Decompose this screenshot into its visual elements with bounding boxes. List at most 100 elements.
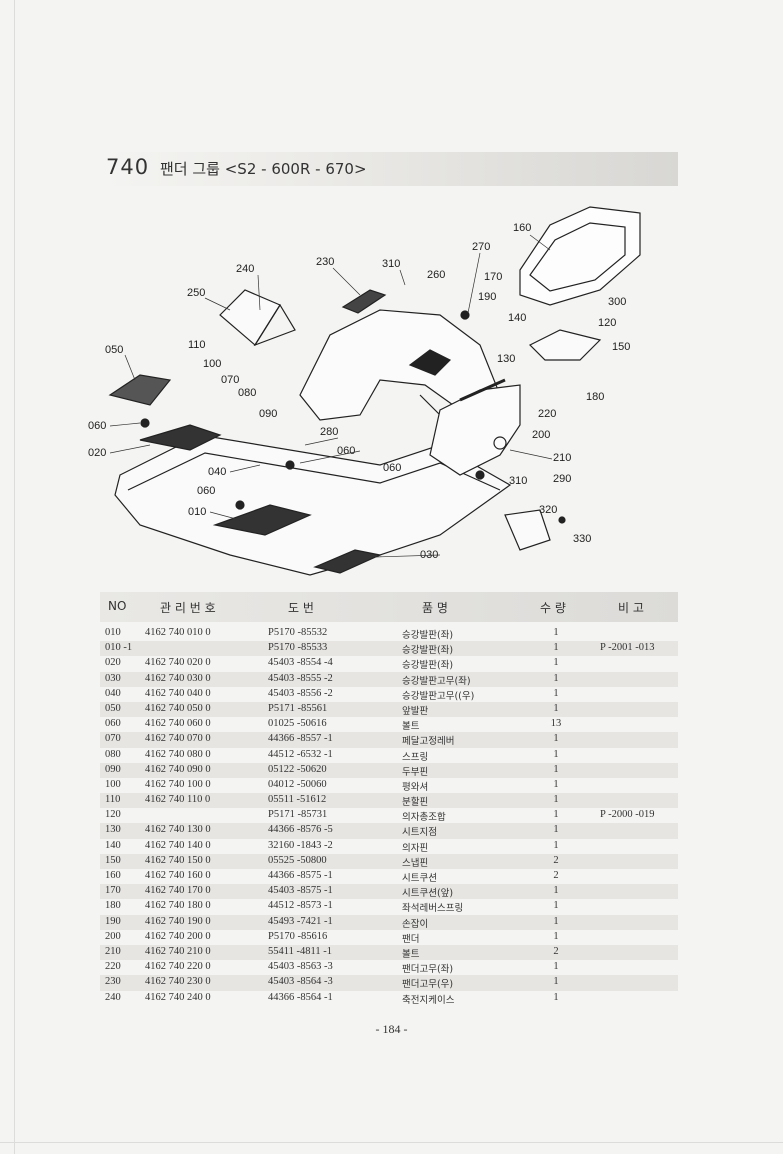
cell-qty: 1 bbox=[553, 672, 559, 684]
cell-drawing: P5171 -85731 bbox=[268, 809, 328, 821]
cell-no: 030 bbox=[105, 672, 121, 684]
cell-qty: 1 bbox=[553, 657, 559, 669]
page-edge bbox=[14, 0, 15, 1154]
cell-part-name: 좌석레버스프링 bbox=[402, 903, 464, 915]
cell-drawing: 45493 -7421 -1 bbox=[268, 915, 333, 927]
section-title: 팬더 그룹 <S2 - 600R - 670> bbox=[160, 160, 367, 178]
col-header-qty: 수 량 bbox=[540, 601, 566, 615]
cell-no: 220 bbox=[105, 961, 121, 973]
cell-qty: 2 bbox=[553, 945, 559, 957]
cell-no: 010 bbox=[105, 627, 121, 638]
cell-part-name: 분할핀 bbox=[402, 797, 429, 809]
callout-080: 080 bbox=[238, 387, 256, 399]
diagram-drawing: 160 270 240 230 310 260 170 250 190 300 … bbox=[88, 206, 641, 576]
cell-part-name: 승강발판고무(좌) bbox=[402, 675, 471, 687]
cell-qty: 1 bbox=[553, 702, 559, 714]
cell-part-name: 평와셔 bbox=[402, 781, 429, 793]
cell-mgmt-number: 4162 740 220 0 bbox=[145, 961, 211, 973]
cell-no: 200 bbox=[105, 930, 121, 942]
cell-no: 080 bbox=[105, 748, 121, 760]
callout-200: 200 bbox=[532, 429, 550, 441]
callout-110: 110 bbox=[188, 339, 206, 351]
cell-part-name: 두부핀 bbox=[402, 766, 429, 778]
cell-no: 170 bbox=[105, 885, 121, 897]
exploded-parts-diagram: 160 270 240 230 310 260 170 250 190 300 … bbox=[80, 195, 680, 590]
callout-260: 260 bbox=[427, 269, 445, 281]
cell-mgmt-number: 4162 740 030 0 bbox=[145, 672, 211, 684]
cell-drawing: 45403 -8563 -3 bbox=[268, 961, 333, 973]
cell-mgmt-number: 4162 740 160 0 bbox=[145, 870, 211, 881]
cell-mgmt-number: 4162 740 060 0 bbox=[145, 718, 211, 730]
col-header-part-name: 품 명 bbox=[422, 601, 448, 615]
cell-drawing: P5170 -85533 bbox=[268, 642, 328, 654]
cell-part-name: 페달고정레버 bbox=[402, 736, 455, 748]
cell-drawing: 45403 -8555 -2 bbox=[268, 672, 333, 684]
cell-no: 190 bbox=[105, 915, 121, 927]
cell-mgmt-number: 4162 740 080 0 bbox=[145, 748, 211, 760]
cell-mgmt-number: 4162 740 010 0 bbox=[145, 627, 211, 638]
cell-mgmt-number: 4162 740 180 0 bbox=[145, 900, 211, 912]
callout-020: 020 bbox=[88, 447, 106, 459]
col-header-mgmt-number: 관 리 번 호 bbox=[160, 601, 216, 615]
cell-mgmt-number: 4162 740 210 0 bbox=[145, 945, 211, 957]
col-header-drawing: 도 번 bbox=[288, 601, 314, 615]
callout-060: 060 bbox=[197, 485, 215, 497]
callout-210: 210 bbox=[553, 452, 571, 464]
cell-drawing: 44366 -8564 -1 bbox=[268, 991, 333, 1003]
cell-part-name: 승강발판고무((우) bbox=[402, 690, 475, 702]
cell-no: 020 bbox=[105, 657, 121, 669]
cell-qty: 1 bbox=[553, 763, 559, 775]
cell-qty: 1 bbox=[553, 930, 559, 942]
callout-280: 280 bbox=[320, 426, 338, 438]
callout-090: 090 bbox=[259, 408, 277, 420]
cell-part-name: 축전지케이스 bbox=[402, 994, 455, 1006]
cell-mgmt-number: 4162 740 100 0 bbox=[145, 778, 211, 790]
cell-no: 090 bbox=[105, 763, 121, 775]
cell-drawing: P5170 -85532 bbox=[268, 627, 328, 638]
cell-qty: 2 bbox=[553, 870, 559, 881]
cell-mgmt-number: 4162 740 050 0 bbox=[145, 702, 211, 714]
callout-100: 100 bbox=[203, 358, 221, 370]
cell-qty: 1 bbox=[553, 839, 559, 851]
cell-mgmt-number: 4162 740 140 0 bbox=[145, 839, 211, 851]
cell-drawing: 45403 -8575 -1 bbox=[268, 885, 333, 897]
cell-part-name: 의자총조합 bbox=[402, 812, 446, 824]
page-edge bbox=[0, 1142, 783, 1143]
cell-part-name: 앞발판 bbox=[402, 705, 429, 717]
cell-no: 120 bbox=[105, 809, 121, 821]
cell-qty: 1 bbox=[553, 627, 559, 638]
cell-drawing: 45403 -8564 -3 bbox=[268, 976, 333, 988]
callout-150: 140 bbox=[508, 312, 526, 324]
cell-drawing: 05511 -51612 bbox=[268, 794, 327, 806]
cell-drawing: 44366 -8557 -1 bbox=[268, 733, 333, 745]
cell-part-name: 손잡이 bbox=[402, 918, 429, 930]
cell-qty: 1 bbox=[553, 733, 559, 745]
cell-qty: 1 bbox=[553, 900, 559, 912]
table-row: 010 4162 740 010 0 P5170 -85532 승강발판(좌) 1 bbox=[100, 626, 678, 641]
cell-no: 070 bbox=[105, 733, 121, 745]
cell-part-name: 의자핀 bbox=[402, 842, 429, 854]
cell-mgmt-number: 4162 740 190 0 bbox=[145, 915, 211, 927]
cell-mgmt-number: 4162 740 150 0 bbox=[145, 854, 211, 866]
col-header-no: NO bbox=[108, 599, 127, 613]
cell-part-name: 승강발판(좌) bbox=[402, 630, 454, 641]
callout-320: 320 bbox=[539, 504, 557, 516]
callout-160: 150 bbox=[612, 341, 630, 353]
cell-drawing: 44512 -6532 -1 bbox=[268, 748, 333, 760]
cell-no: 150 bbox=[105, 854, 121, 866]
callout-070: 070 bbox=[221, 374, 239, 386]
cell-no: 060 bbox=[105, 718, 121, 730]
